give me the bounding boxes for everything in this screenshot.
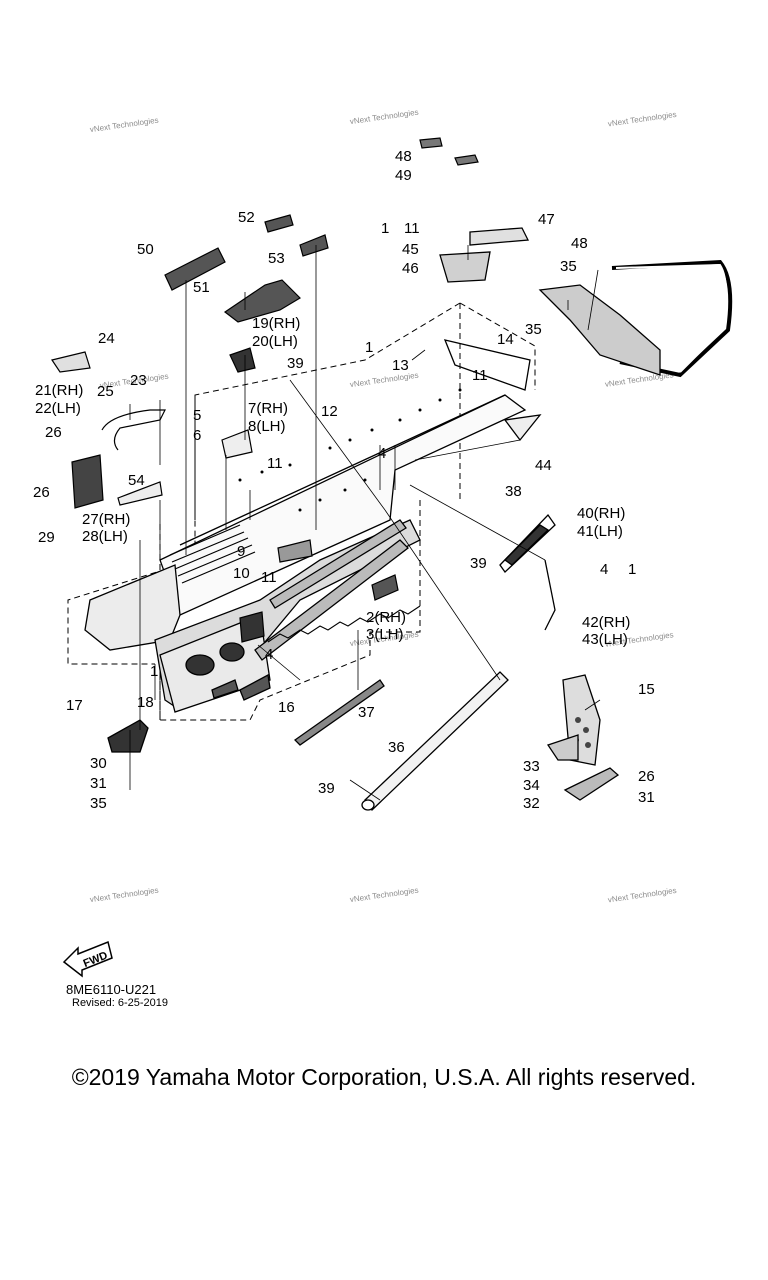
callout-47: 47 <box>538 211 555 228</box>
callout-51: 50 <box>137 241 154 258</box>
callout-34: 34 <box>523 777 540 794</box>
callout-53b: 53 <box>268 250 285 267</box>
callout-42-rh: 42(RH) <box>582 614 630 631</box>
callout-20-lh: 20(LH) <box>252 333 298 350</box>
callout-36: 36 <box>388 739 405 756</box>
callout-4a: 4 <box>378 445 386 462</box>
copyright-notice: ©2019 Yamaha Motor Corporation, U.S.A. A… <box>71 1064 697 1090</box>
callout-44: 44 <box>535 457 552 474</box>
callout-41-lh: 41(LH) <box>577 523 623 540</box>
callout-39c: 39 <box>318 780 335 797</box>
callout-8-lh: 8(LH) <box>248 418 286 435</box>
callout-39a: 39 <box>287 355 304 372</box>
callout-37: 37 <box>358 704 375 721</box>
callout-5: 5 <box>193 407 201 424</box>
callout-11d: 11 <box>261 569 277 586</box>
callout-26b: 26 <box>33 484 50 501</box>
callout-27-rh: 27(RH) <box>82 511 130 528</box>
callout-54: 54 <box>128 472 145 489</box>
callout-29: 29 <box>38 529 55 546</box>
callout-28-lh: 28(LH) <box>82 528 128 545</box>
callout-18: 18 <box>137 694 154 711</box>
callout-4c: 4 <box>265 646 273 663</box>
callout-16: 17 <box>66 697 83 714</box>
callout-1b: 1 <box>381 220 389 237</box>
callout-3-lh: 3(LH) <box>366 626 404 643</box>
callout-26c: 26 <box>638 768 655 785</box>
callout-11b: 11 <box>404 220 420 237</box>
callout-32: 32 <box>523 795 540 812</box>
callout-23: 23 <box>130 372 147 389</box>
diagram-code: 8ME6110-U221 <box>66 982 156 997</box>
callout-49: 48 <box>395 148 412 165</box>
callout-53: 52 <box>238 209 255 226</box>
callout-46: 46 <box>402 260 419 277</box>
callout-13: 13 <box>392 357 409 374</box>
callout-25: 25 <box>97 383 114 400</box>
callout-31b: 31 <box>638 789 655 806</box>
callout-15: 15 <box>638 681 655 698</box>
callout-22-lh: 22(LH) <box>35 400 81 417</box>
callout-4b: 4 <box>600 561 608 578</box>
callout-24: 24 <box>98 330 115 347</box>
callout-35c: 35 <box>90 795 107 812</box>
watermark: vNext Technologies <box>349 108 419 127</box>
callout-labels: 48 49 52 53 50 51 19(RH) 20(LH) 39 24 21… <box>33 148 655 812</box>
callout-35b: 35 <box>525 321 542 338</box>
callout-39b: 39 <box>470 555 487 572</box>
watermark: vNext Technologies <box>607 886 677 905</box>
watermark: vNext Technologies <box>89 886 159 905</box>
callout-6: 6 <box>193 427 201 444</box>
fwd-arrow-icon: FWD <box>62 940 113 978</box>
callout-30: 30 <box>90 755 107 772</box>
watermark: vNext Technologies <box>349 886 419 905</box>
callout-48-visible: 48 <box>571 235 588 252</box>
leader-lines <box>129 245 601 801</box>
callout-11a: 11 <box>472 367 488 384</box>
callout-43-lh: 43(LH) <box>582 631 628 648</box>
callout-7-rh: 7(RH) <box>248 400 288 417</box>
callout-9: 9 <box>237 543 245 560</box>
callout-1c: 1 <box>628 561 636 578</box>
callout-50: 49 <box>395 167 412 184</box>
callout-17: 16 <box>278 699 295 716</box>
callout-19-rh: 19(RH) <box>252 315 300 332</box>
callout-40-rh: 40(RH) <box>577 505 625 522</box>
callout-31a: 31 <box>90 775 107 792</box>
callout-10: 10 <box>233 565 250 582</box>
revised-date: Revised: 6-25-2019 <box>72 997 168 1009</box>
callout-26a: 26 <box>45 424 62 441</box>
callout-45: 45 <box>402 241 419 258</box>
watermark: vNext Technologies <box>607 110 677 129</box>
callout-1a: 1 <box>365 339 373 356</box>
rear-bumper <box>439 227 733 442</box>
watermark: vNext Technologies <box>89 116 159 135</box>
running-board <box>107 513 620 811</box>
callout-2-rh: 2(RH) <box>366 609 406 626</box>
callout-14: 14 <box>497 331 514 348</box>
callout-21-rh: 21(RH) <box>35 382 83 399</box>
callout-35a: 35 <box>560 258 577 275</box>
callout-33: 33 <box>523 758 540 775</box>
pads-and-flaps <box>51 137 479 643</box>
callout-11c: 11 <box>267 455 283 472</box>
callout-1d: 1 <box>150 663 158 680</box>
callout-52: 51 <box>193 279 210 296</box>
callout-12: 12 <box>321 403 338 420</box>
callout-38: 38 <box>505 483 522 500</box>
